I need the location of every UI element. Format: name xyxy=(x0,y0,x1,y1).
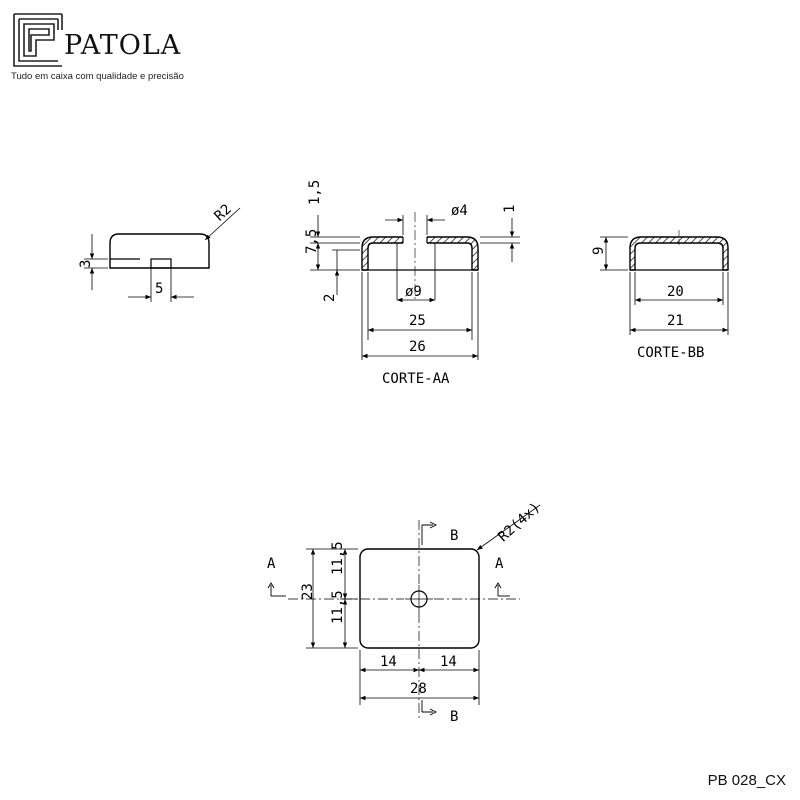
bb-dim-inner-width: 20 xyxy=(667,284,684,300)
side-radius-label: R2 xyxy=(212,201,235,224)
section-marker-a-right: A xyxy=(495,556,504,572)
bb-dim-height: 9 xyxy=(591,247,607,255)
aa-dim-hole: ø4 xyxy=(451,203,468,219)
bb-dim-outer-width: 21 xyxy=(667,313,684,329)
top-half-height-lower: 11,5 xyxy=(330,590,346,624)
patola-logo-icon xyxy=(13,13,63,67)
bb-title: CORTE-BB xyxy=(637,345,704,361)
top-half-width-right: 14 xyxy=(440,654,457,670)
aa-dim-boss: ø9 xyxy=(405,284,422,300)
aa-dim-lower: 2 xyxy=(322,294,338,302)
side-view xyxy=(84,207,241,302)
brand-name: PATOLA xyxy=(64,30,182,61)
top-width-label: 28 xyxy=(410,681,427,697)
aa-dim-outer-width: 26 xyxy=(409,339,426,355)
brand-tagline: Tudo em caixa com qualidade e precisão xyxy=(11,71,184,82)
aa-dim-top: 1,5 xyxy=(307,180,323,205)
section-bb xyxy=(600,230,729,335)
top-half-width-left: 14 xyxy=(380,654,397,670)
section-marker-b-top: B xyxy=(450,528,458,544)
top-view xyxy=(267,504,541,720)
aa-title: CORTE-AA xyxy=(382,371,450,387)
section-marker-a-left: A xyxy=(267,556,276,572)
top-height-label: 23 xyxy=(300,583,316,600)
section-marker-b-bottom: B xyxy=(450,709,458,725)
side-height-label: 3 xyxy=(78,260,94,268)
aa-dim-inner-width: 25 xyxy=(409,313,426,329)
section-aa xyxy=(310,212,520,360)
top-radius-label: R2(4x) xyxy=(495,499,543,545)
side-slot-label: 5 xyxy=(155,281,163,297)
document-code: PB 028_CX xyxy=(707,772,786,789)
aa-dim-wall: 1 xyxy=(502,205,518,213)
aa-dim-total-height: 7,5 xyxy=(304,229,320,254)
top-half-height-upper: 11,5 xyxy=(330,541,346,575)
